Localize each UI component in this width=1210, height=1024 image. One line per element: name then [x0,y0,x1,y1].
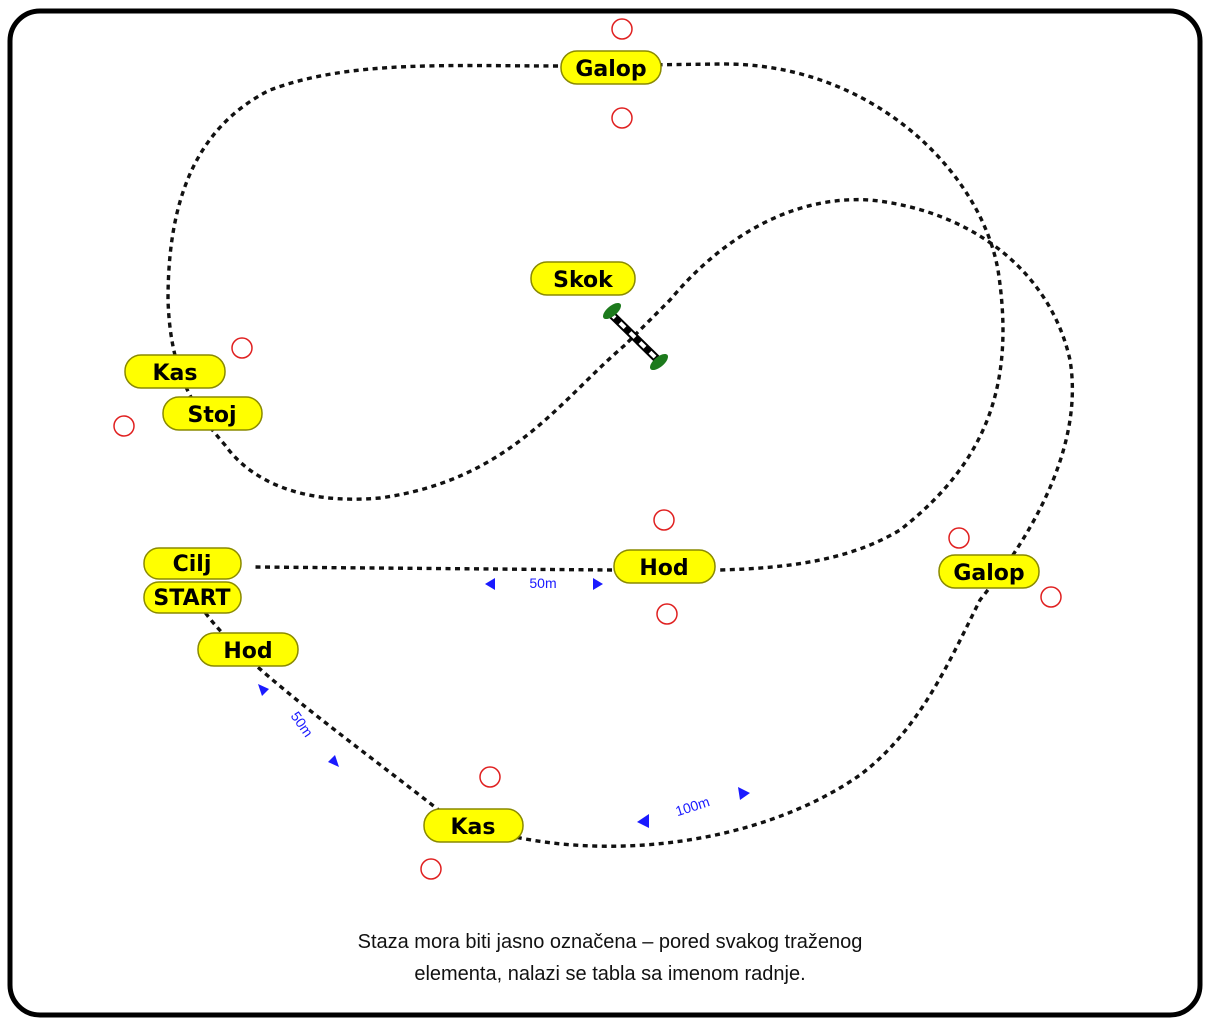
sign-cilj: Cilj [143,547,242,580]
marker-circle [231,337,253,359]
track-skok-to-hod [166,62,1005,572]
track-start-to-kas [198,604,447,817]
marker-circle [1040,586,1062,608]
sign-stoj: Stoj [162,396,263,431]
arena-border [7,8,1203,1018]
arrow-up-icon [258,684,269,696]
jump-obstacle [602,302,669,371]
caption: Staza mora biti jasno označena – pored s… [205,926,1015,990]
sign-hod-left: Hod [197,632,299,667]
caption-line-1: Staza mora biti jasno označena – pored s… [357,931,863,953]
arrow-left-icon [637,814,649,828]
sign-label: Skok [553,268,614,293]
sign-label: Hod [639,556,688,581]
arrow-right-icon [593,578,603,590]
sign-kas-left: Kas [124,354,226,389]
marker-circle [113,415,135,437]
arrow-left-icon [485,578,495,590]
distance-label: 50m [529,575,556,591]
arrow-down-icon [328,755,339,767]
marker-circle [611,107,633,129]
caption-line-2: elementa, nalazi se tabla sa imenom radn… [414,963,806,985]
jump-pole-top [602,302,622,320]
marker-circle [420,858,442,880]
sign-skok: Skok [530,261,636,296]
marker-circle [479,766,501,788]
marker-circle [656,603,678,625]
sign-label: Galop [575,57,646,82]
marker-circle [948,527,970,549]
sign-galop-top: Galop [560,50,662,85]
sign-label: Stoj [187,403,236,428]
sign-label: Kas [451,815,496,840]
sign-label: Hod [223,639,272,664]
arrow-right-icon [738,787,750,800]
jump-pole-bottom [649,353,669,371]
sign-start: START [143,581,242,614]
marker-circle [611,18,633,40]
track-kas-to-skok [479,197,1075,848]
track-hod-to-cilj [254,565,613,572]
sign-label: Galop [953,561,1024,586]
sign-kas-bottom: Kas [423,808,524,843]
sign-galop-right: Galop [938,554,1040,589]
sign-label: Cilj [173,552,212,577]
sign-label: START [153,586,230,611]
sign-hod-center: Hod [613,549,716,584]
sign-label: Kas [153,361,198,386]
marker-circle [653,509,675,531]
